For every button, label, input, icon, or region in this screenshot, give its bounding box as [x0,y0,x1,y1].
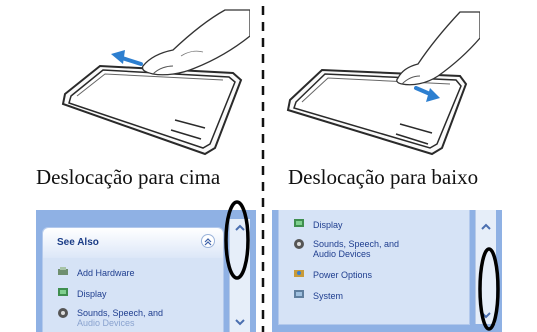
list-item-label: Power Options [313,270,373,280]
see-also-card: See Also Add Hardware Display [42,227,224,332]
see-also-title: See Also [57,237,99,248]
chevron-up-icon [204,238,212,246]
right-panel-screenshot: Display Sounds, Speech, and Audio Device… [272,210,502,332]
list-item-label: Add Hardware [77,268,135,278]
caption-scroll-down: Deslocação para baixo [288,165,479,189]
list-item-label: Sounds, Speech, and [313,239,400,249]
center-divider [261,6,265,332]
display-icon [294,219,304,227]
scroll-up-arrow-icon[interactable] [480,222,492,232]
see-also-header [43,228,223,258]
touchpad-scroll-up-illustration [61,9,250,156]
scroll-up-arrow-icon[interactable] [234,223,246,233]
highlight-ellipse-top [224,200,250,280]
sounds-icon [294,239,304,249]
highlight-ellipse-bottom [478,247,500,331]
options-card: Display Sounds, Speech, and Audio Device… [278,210,470,325]
left-panel-screenshot: See Also Add Hardware Display [36,210,256,332]
display-icon [58,288,68,296]
collapse-button[interactable] [201,234,215,248]
system-icon [294,290,304,298]
touchpad-scroll-down-illustration [286,11,480,156]
list-item-label: System [313,291,344,301]
list-item-label: Display [313,220,343,230]
power-icon [294,270,304,277]
scroll-down-arrow-icon[interactable] [234,317,246,327]
caption-scroll-up: Deslocação para cima [36,165,221,189]
list-item-label-cont: Audio Devices [313,249,371,259]
hardware-icon [58,267,68,275]
list-item-label: Display [77,289,107,299]
sounds-icon [58,308,68,318]
list-item-label-cont: Audio Devices [77,318,135,328]
list-item-label: Sounds, Speech, and [77,308,164,318]
